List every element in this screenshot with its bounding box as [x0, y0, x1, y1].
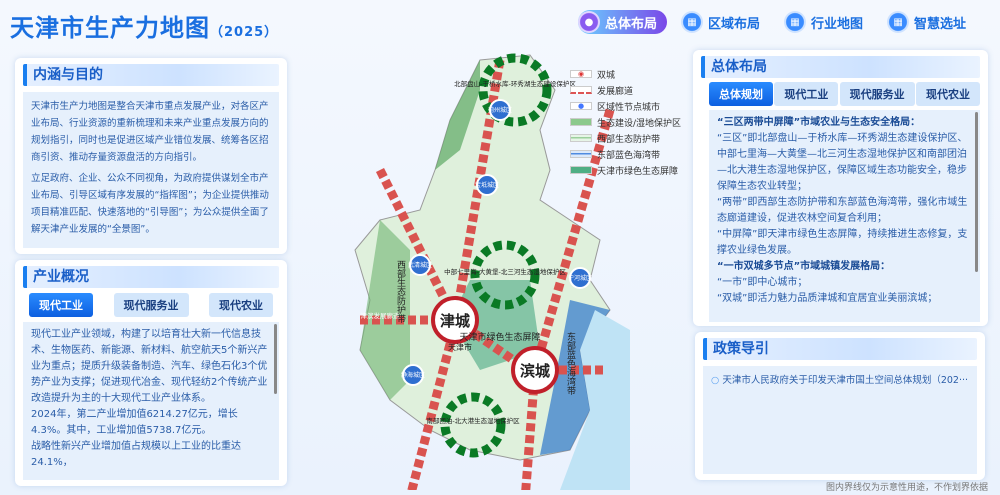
layout-heading: “三区两带中屏障”市域农业与生态安全格局： [717, 117, 921, 128]
north-eco-zone [478, 53, 552, 127]
policy-title: 政策导引 [703, 338, 977, 360]
wuqing-node[interactable] [409, 254, 431, 276]
north-forest [435, 60, 480, 170]
layout-text: “中屏障”即天津市绿色生态屏障，持续推进生态修复，支撑农业绿色发展。 [717, 229, 968, 256]
jincheng-label: 津城 [440, 312, 470, 330]
page-title: 天津市生产力地图（2025） [10, 14, 279, 42]
jizhou-label: 蓟州城区 [488, 106, 512, 114]
corridor-diagonal [375, 167, 538, 379]
legend-label: 天津市绿色生态屏障 [597, 166, 679, 177]
layout-panel: 总体布局 总体规划 现代工业 现代服务业 现代农业 “三区两带中屏障”市域农业与… [693, 50, 988, 326]
user-icon: ● [578, 11, 600, 33]
east-belt-label: 东部蓝色海湾带 [565, 331, 576, 396]
eco-zone-swatch [570, 118, 592, 126]
west-belt [360, 220, 410, 400]
layout-heading: “一市双城多节点”市域城镇发展格局： [717, 261, 891, 272]
jincheng-marker[interactable] [431, 296, 479, 344]
south-wetland-zone [440, 392, 506, 458]
baodi-label: 宝坻城区 [475, 181, 499, 189]
sea [560, 310, 630, 490]
north-zone-label: 北部盘山-于桥水库-环秀湖生态建设保护区 [454, 79, 576, 88]
industry-text: 2024年，第二产业增加值6214.27亿元，增长4.3%。其中，工业增加值57… [31, 409, 238, 436]
nav-regional-layout[interactable]: ▦区域布局 [681, 10, 770, 34]
intro-paragraph: 天津市生产力地图是整合天津市重点发展产业，对各区产业布局、行业资源的重新梳理和未… [31, 101, 269, 163]
tianjin-label: 天津市 [448, 342, 472, 352]
tab-modern-industry[interactable]: 现代工业 [774, 82, 839, 106]
west-belt-label: 西部生态防护带 [395, 260, 406, 324]
bincheng-label: 滨城 [520, 362, 550, 380]
industry-panel: 产业概况 现代工业 现代服务业 现代农业 现代工业产业领域，构建了以培育壮大新一… [15, 260, 287, 486]
map-legend: ◉ 双城 发展廊道 ● 区域性节点城市 生态建设/湿地保护区 西部生态防护带 东部蓝… [570, 66, 681, 178]
tab-overall-plan[interactable]: 总体规划 [709, 82, 773, 106]
layout-text: “两带”即西部生态防护带和东部蓝色海湾带，强化市域生态廊道建设，促进农林空间复合… [717, 197, 968, 224]
twin-city-swatch: ◉ [570, 70, 592, 78]
top-nav: ●总体布局 ▦区域布局 ▦行业地图 ▦智慧选址 [578, 10, 976, 34]
industry-text: 现代工业产业领域，构建了以培育壮大新一代信息技术、生物医药、新能源、新材料、航空… [31, 329, 268, 404]
baodi-node[interactable] [476, 174, 498, 196]
south-zone-label: 南部团泊-北大港生态湿地保护区 [426, 416, 520, 425]
barrier-label: 天津市绿色生态屏障 [459, 331, 540, 343]
policy-panel: 政策导引 ○ 天津市人民政府关于印发天津市国土空间总体规划（202··· [695, 332, 985, 480]
jizhou-node[interactable] [489, 99, 511, 121]
nav-smart-site[interactable]: ▦智慧选址 [887, 10, 976, 34]
layout-title: 总体布局 [701, 56, 980, 78]
ninghe-label: 宁河城区 [568, 274, 592, 282]
industry-text: 战略性新兴产业增加值占规模以上工业的比重达24.1%， [31, 441, 241, 468]
layout-text: “一市”即中心城市； [717, 277, 808, 288]
central-wetland-zone [470, 240, 540, 310]
legend-label: 发展廊道 [597, 86, 634, 97]
policy-item-label: 天津市人民政府关于印发天津市国土空间总体规划（202··· [722, 375, 969, 386]
east-belt-swatch [570, 150, 592, 158]
legend-label: 西部生态防护带 [597, 134, 661, 145]
layout-text: “双城”即活力魅力品质津城和宜居宜业美丽滨城； [717, 293, 938, 304]
industry-title: 产业概况 [23, 266, 279, 288]
legend-label: 双城 [597, 70, 616, 81]
scrollbar[interactable] [274, 324, 277, 394]
legend-label: 区域性节点城市 [597, 102, 661, 113]
jinghai-node[interactable] [402, 364, 424, 386]
tab-modern-service[interactable]: 现代服务业 [839, 82, 915, 106]
nav-industry-map[interactable]: ▦行业地图 [784, 10, 873, 34]
corridor-swatch [570, 86, 592, 94]
wuqing-label: 武清城区 [408, 261, 432, 269]
intro-paragraph: 立足政府、企业、公众不同视角，为政府提供谋划全市产业布局、引导区域有序发展的“指… [31, 173, 269, 235]
map-icon: ▦ [784, 11, 807, 33]
ninghe-node[interactable] [569, 267, 591, 289]
intro-panel: 内涵与目的 天津市生产力地图是整合天津市重点发展产业，对各区产业布局、行业资源的… [15, 58, 287, 254]
green-barrier-swatch [570, 166, 592, 174]
bincheng-marker[interactable] [511, 346, 559, 394]
nav-overall-layout[interactable]: ●总体布局 [578, 10, 668, 34]
tab-modern-industry[interactable]: 现代工业 [29, 293, 93, 317]
jinghai-label: 静海城区 [401, 371, 425, 379]
west-belt-swatch [570, 134, 592, 142]
east-bay-belt [540, 300, 610, 455]
node-city-swatch: ● [570, 102, 592, 110]
map-icon: ▦ [681, 11, 704, 33]
central-zone-label: 中部七里海-大黄堡-北三河生态湿地保护区 [444, 267, 566, 276]
tab-modern-agriculture[interactable]: 现代农业 [915, 82, 980, 106]
tab-modern-agriculture[interactable]: 现代农业 [209, 293, 273, 317]
policy-item[interactable]: ○ 天津市人民政府关于印发天津市国土空间总体规划（202··· [711, 372, 969, 389]
map-icon: ▦ [887, 11, 910, 33]
legend-label: 东部蓝色海湾带 [597, 150, 661, 161]
green-barrier [450, 280, 540, 370]
intro-title: 内涵与目的 [23, 64, 279, 86]
legend-label: 生态建设/湿地保护区 [597, 118, 682, 129]
tianjin-map[interactable]: 蓟州城区 宝坻城区 武清城区 宁河城区 静海城区 北部盘山-于桥水库-环秀湖生态… [340, 50, 630, 490]
layout-text: “三区”即北部盘山—于桥水库—环秀湖生态建设保护区、中部七里海—大黄堡—北三河生… [717, 133, 968, 192]
corridor-label: 津滨发展廊道 [361, 311, 401, 320]
bullet-icon: ○ [711, 375, 723, 386]
scrollbar[interactable] [975, 112, 978, 272]
tab-modern-service[interactable]: 现代服务业 [113, 293, 189, 317]
map-disclaimer: 图内界线仅为示意性用途，不作划界依据 [825, 483, 988, 493]
